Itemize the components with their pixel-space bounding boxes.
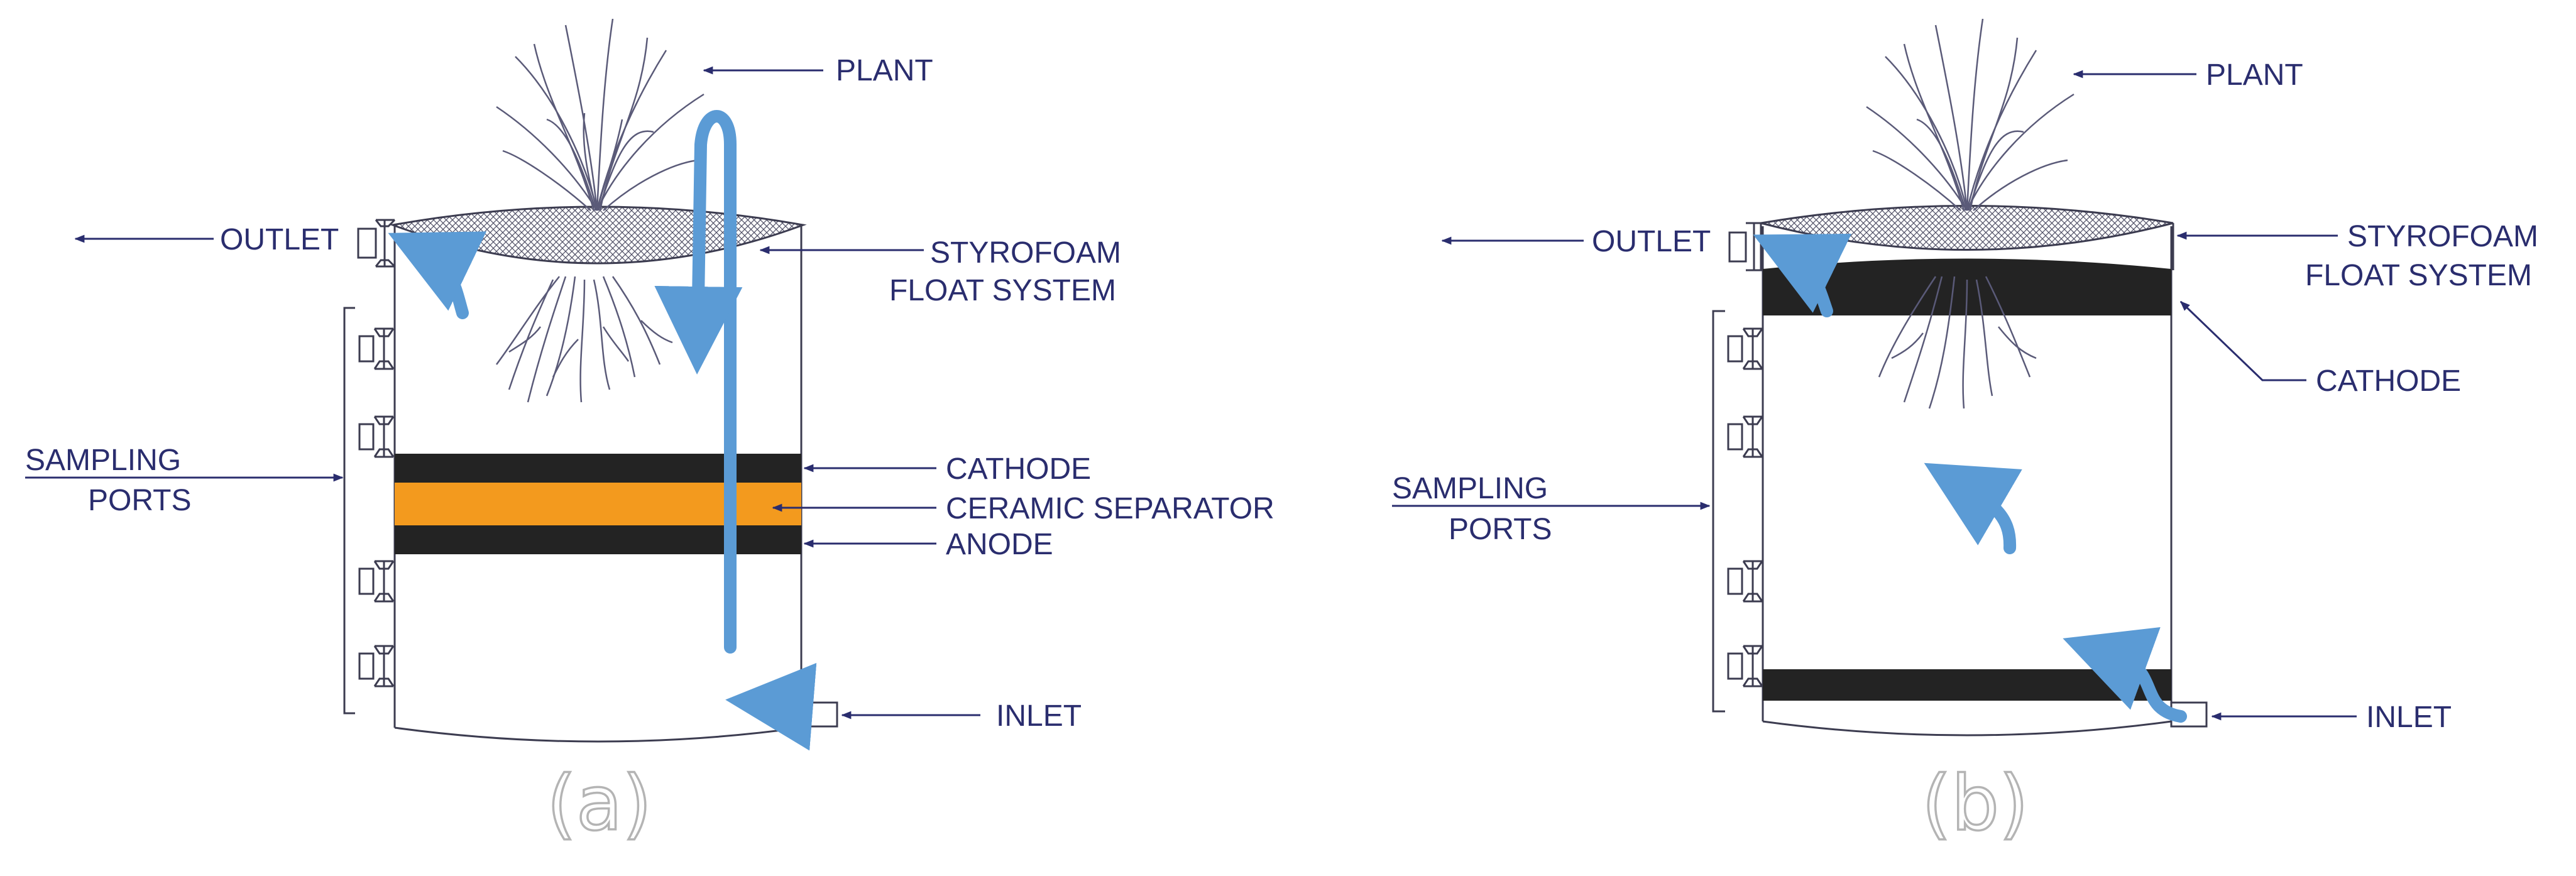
styrofoam-label-b: STYROFOAM: [2347, 220, 2538, 253]
ports-label-b: PORTS: [1449, 513, 1552, 546]
ceramic-separator-label: CERAMIC SEPARATOR: [946, 492, 1274, 525]
styrofoam-float-b: [1760, 205, 2174, 251]
plant-b: [1866, 18, 2075, 211]
styrofoam-float-a: [389, 205, 807, 265]
sampling-label-a: SAMPLING: [25, 444, 181, 477]
roots-b: [1878, 276, 2037, 409]
cathode-label-b: CATHODE: [2316, 364, 2461, 398]
plant-a: [496, 18, 704, 211]
inlet-label-b: INLET: [2366, 701, 2452, 734]
sampling-label-b: SAMPLING: [1392, 472, 1548, 505]
outlet-label-b: OUTLET: [1592, 225, 1711, 258]
anode-layer-a: [395, 525, 801, 554]
sampling-valves-a: [343, 307, 395, 714]
plant-label-b: PLANT: [2206, 58, 2303, 92]
cathode-layer-a: [395, 454, 801, 483]
roots-a: [495, 276, 673, 403]
outlet-label-a: OUTLET: [220, 223, 339, 256]
plant-label-a: PLANT: [836, 54, 933, 87]
flow-arrows-b: [1753, 234, 2187, 723]
float-system-label-b: FLOAT SYSTEM: [2305, 259, 2532, 292]
float-system-label-a: FLOAT SYSTEM: [889, 274, 1116, 307]
outlet-fitting-a: [357, 219, 396, 268]
ceramic-separator-layer: [395, 483, 801, 525]
anode-label-a: ANODE: [946, 528, 1053, 561]
outlet-fitting-b: [1728, 222, 1763, 271]
leaders-a: [25, 66, 980, 720]
cathode-label-a: CATHODE: [946, 452, 1091, 486]
styrofoam-label-a: STYROFOAM: [930, 236, 1121, 270]
panel-a: PLANT OUTLET STYROFOAM FLOAT SYSTEM SAMP…: [25, 18, 1274, 849]
flow-arrows-a: [388, 110, 817, 751]
caption-b: (b): [1922, 760, 2029, 848]
anode-layer-b: [1763, 669, 2171, 701]
inlet-label-a: INLET: [996, 699, 1082, 733]
caption-a: (a): [547, 760, 652, 848]
ports-label-a: PORTS: [88, 484, 191, 517]
panel-b: PLANT OUTLET STYROFOAM FLOAT SYSTEM CATH…: [1392, 18, 2538, 849]
sampling-valves-b: [1712, 310, 1763, 713]
leaders-b: [1392, 70, 2357, 721]
